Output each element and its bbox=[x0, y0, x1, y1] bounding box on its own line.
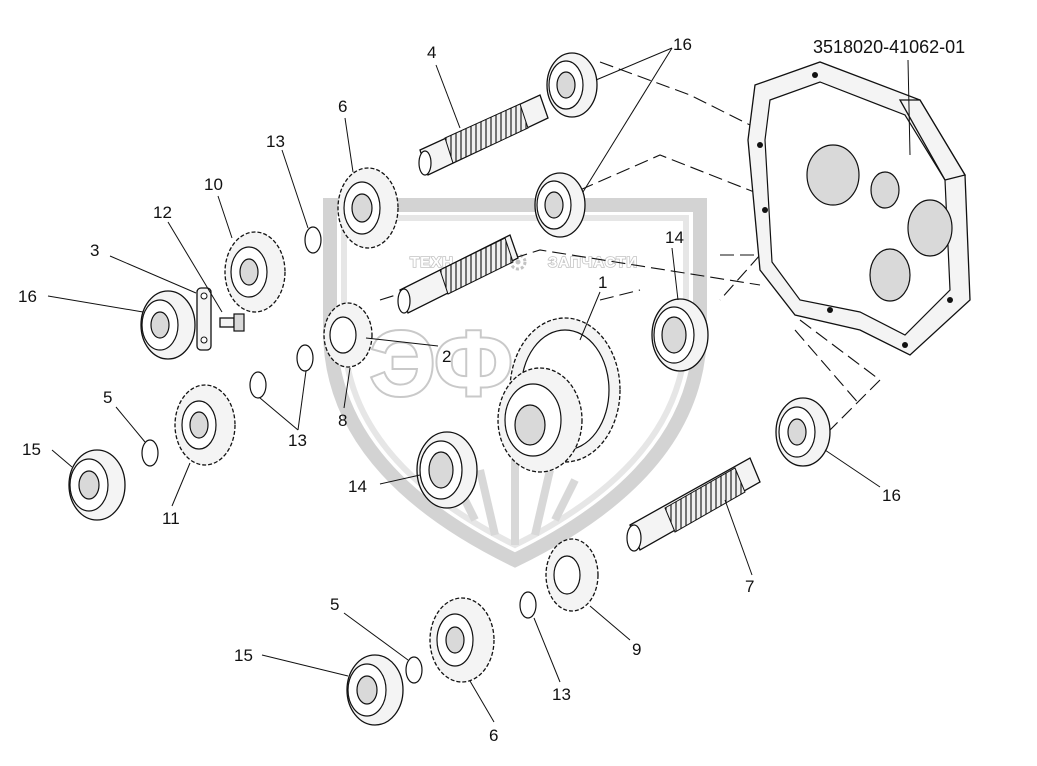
shaft-7 bbox=[626, 457, 761, 552]
callout-16-top: 16 bbox=[673, 35, 692, 54]
bearing-16-upper bbox=[534, 172, 586, 238]
gear-6-top bbox=[337, 167, 399, 249]
callout-5-bottom: 5 bbox=[330, 595, 339, 614]
callout-14-mid: 14 bbox=[348, 477, 367, 496]
callout-15-bottom: 15 bbox=[234, 646, 253, 665]
callout-3: 3 bbox=[90, 241, 99, 260]
callout-11: 11 bbox=[162, 509, 180, 528]
differential-gear-assembly-1 bbox=[497, 317, 621, 473]
gear-6-bottom bbox=[429, 597, 495, 683]
callout-6-top: 6 bbox=[338, 97, 347, 116]
watermark-logo-letters: ЭФ bbox=[370, 313, 513, 415]
gear-10 bbox=[224, 231, 286, 313]
gear-8 bbox=[323, 302, 373, 368]
callout-labels: 3518020-41062-01 4 16 6 13 10 12 3 16 14… bbox=[18, 35, 965, 745]
bearing-14-right bbox=[651, 298, 709, 372]
callout-1: 1 bbox=[598, 273, 607, 292]
ring-13-bottom bbox=[519, 591, 537, 619]
watermark-right-text: ЗАПЧАСТИ bbox=[548, 254, 638, 271]
callout-7: 7 bbox=[745, 577, 754, 596]
part-number-label: 3518020-41062-01 bbox=[813, 37, 965, 57]
bearing-16-top bbox=[546, 52, 598, 118]
ring-5-bottom bbox=[405, 656, 423, 684]
callout-8: 8 bbox=[338, 411, 347, 430]
ring-13-mid-a bbox=[296, 344, 314, 372]
locking-plate-3 bbox=[196, 287, 212, 351]
bearing-15-left bbox=[68, 449, 126, 521]
callout-14-right: 14 bbox=[665, 228, 684, 247]
gear-11 bbox=[174, 384, 236, 466]
watermark-shield-shape bbox=[323, 198, 707, 568]
bearing-15-bottom bbox=[346, 654, 404, 726]
callout-13-mid: 13 bbox=[288, 431, 307, 450]
bolt-12 bbox=[219, 313, 245, 332]
ring-13-top bbox=[304, 226, 322, 254]
shaft-4 bbox=[418, 94, 549, 176]
gearbox-housing bbox=[747, 61, 971, 356]
watermark: ЭФ ТЕХН ЗАПЧАСТИ bbox=[323, 198, 707, 568]
callout-13-top: 13 bbox=[266, 132, 285, 151]
leader-lines bbox=[47, 47, 911, 723]
callout-16-right: 16 bbox=[882, 486, 901, 505]
callout-12: 12 bbox=[153, 203, 172, 222]
callout-4: 4 bbox=[427, 43, 436, 62]
callout-16-left: 16 bbox=[18, 287, 37, 306]
callout-15-left: 15 bbox=[22, 440, 41, 459]
gear-9 bbox=[545, 538, 599, 612]
ring-5-left bbox=[141, 439, 159, 467]
ring-13-mid-b bbox=[249, 371, 267, 399]
bearing-16-left bbox=[140, 290, 196, 360]
bearing-16-right bbox=[775, 397, 831, 467]
callout-5-left: 5 bbox=[103, 388, 112, 407]
shaft-middle bbox=[397, 234, 519, 314]
callout-9: 9 bbox=[632, 640, 641, 659]
callout-10: 10 bbox=[204, 175, 223, 194]
callout-6-bottom: 6 bbox=[489, 726, 498, 745]
bearing-14-mid bbox=[416, 431, 478, 509]
callout-2: 2 bbox=[442, 347, 451, 366]
callout-13-bottom: 13 bbox=[552, 685, 571, 704]
watermark-left-text: ТЕХН bbox=[410, 254, 454, 271]
